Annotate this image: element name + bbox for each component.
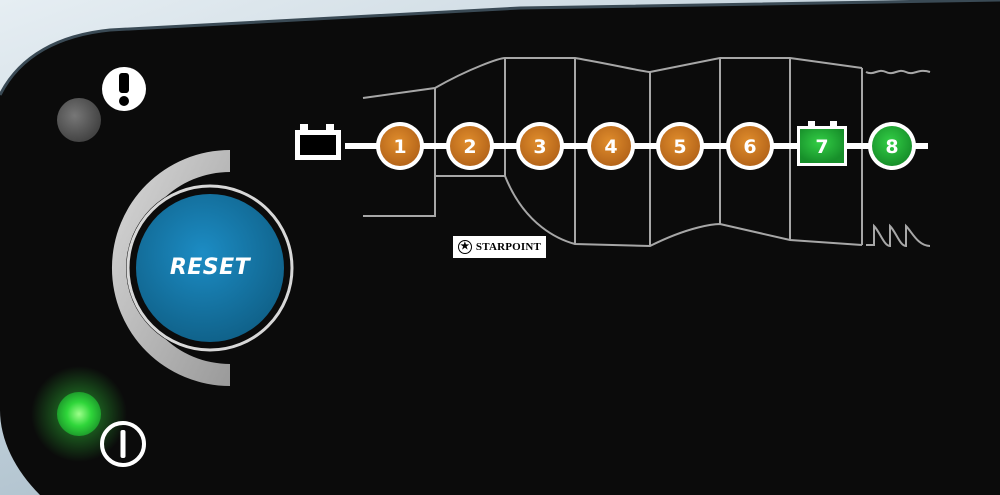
watermark-text: STARPOINT <box>475 241 542 253</box>
reset-bezel-trim <box>126 184 294 352</box>
step-7-indicator: 7 <box>797 121 847 166</box>
step-4-label: 4 <box>604 136 617 158</box>
step-1-label: 1 <box>393 136 406 158</box>
step-3-indicator: 3 <box>516 122 564 170</box>
panel-edge <box>0 0 1000 96</box>
reset-button[interactable]: RESET <box>169 254 251 280</box>
step-3-label: 3 <box>533 136 546 158</box>
reset-button-face[interactable] <box>136 194 284 342</box>
battery-icon <box>295 124 341 160</box>
step-6-label: 6 <box>743 136 756 158</box>
step-2-indicator: 2 <box>446 122 494 170</box>
step-8-indicator: 8 <box>868 122 916 170</box>
charge-profile-graph <box>362 57 931 248</box>
exclamation-icon <box>102 67 146 111</box>
step-5-label: 5 <box>673 136 686 158</box>
reset-bezel-ring <box>111 150 230 386</box>
step-4-indicator: 4 <box>587 122 635 170</box>
step-1-indicator: 1 <box>376 122 424 170</box>
error-led <box>57 98 101 142</box>
watermark-label: ★ STARPOINT <box>453 236 546 258</box>
charging-steps: 1 2 3 4 5 6 7 8 <box>376 121 916 170</box>
power-icon <box>100 421 146 467</box>
step-2-label: 2 <box>463 136 476 158</box>
step-8-label: 8 <box>885 136 898 158</box>
star-icon: ★ <box>457 240 472 254</box>
power-led <box>57 392 101 436</box>
step-5-indicator: 5 <box>656 122 704 170</box>
step-6-indicator: 6 <box>726 122 774 170</box>
step-7-label: 7 <box>815 136 828 158</box>
